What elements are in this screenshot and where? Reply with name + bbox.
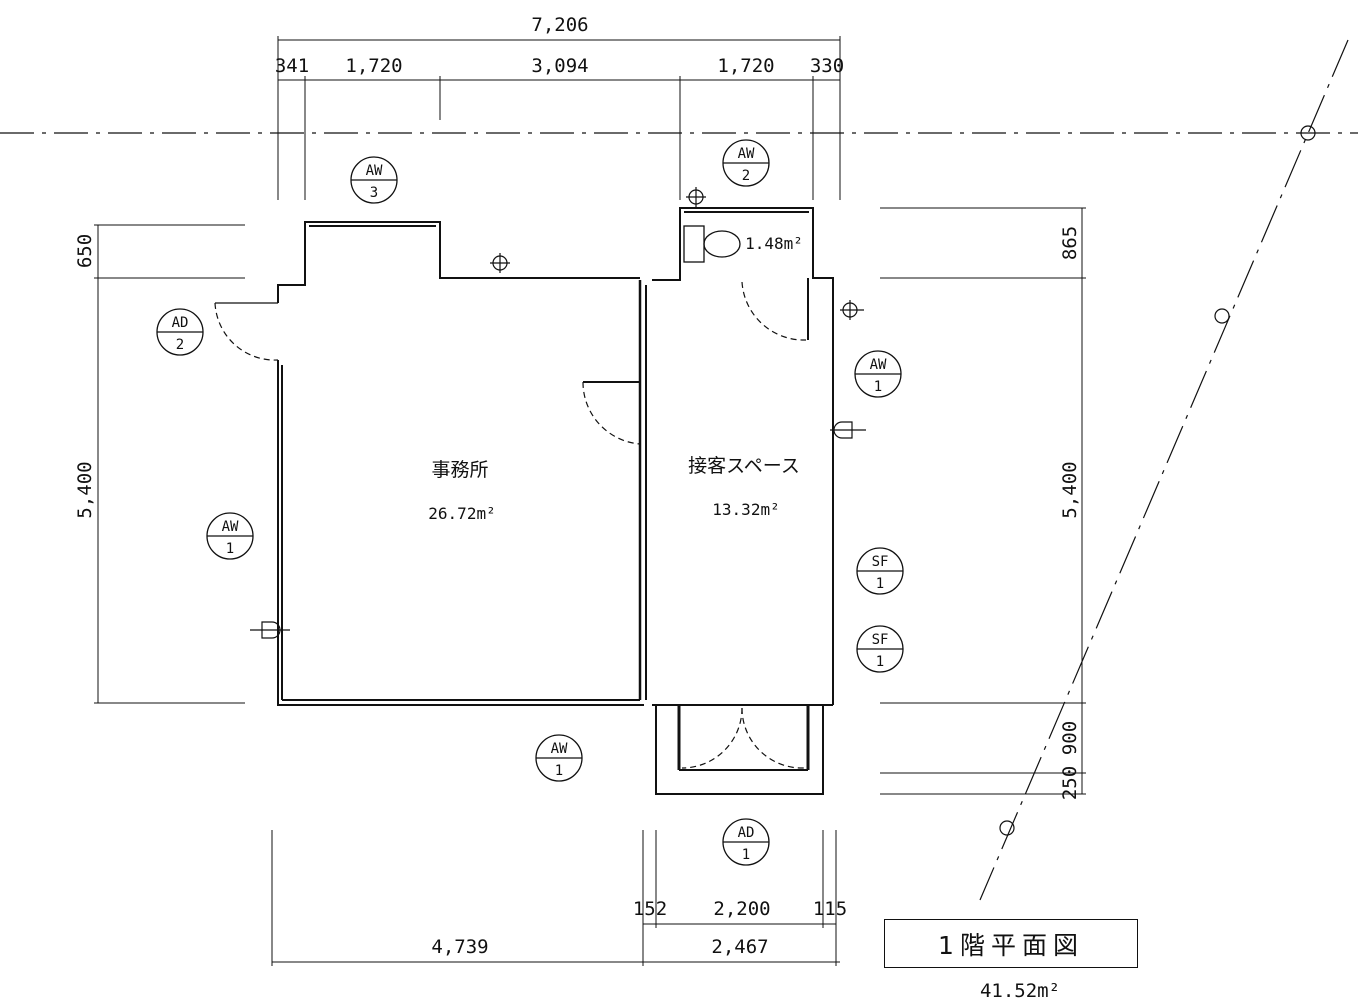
- tag-sf1-a-code: SF: [872, 554, 889, 570]
- tag-aw1-right-code: AW: [870, 357, 887, 373]
- dim-top-seg-1: 341: [275, 55, 309, 77]
- tag-aw3-num: 3: [370, 185, 378, 201]
- tag-aw1-bottom-num: 1: [555, 763, 563, 779]
- dim-top-overall: 7,206: [531, 14, 588, 36]
- dim-right-250: 250: [1059, 766, 1081, 800]
- reception-area: 13.32m²: [712, 500, 779, 519]
- dim-bottom-right: 2,467: [711, 936, 768, 958]
- fixture-symbols: [250, 187, 866, 639]
- walls: [277, 207, 834, 795]
- tag-sf1-b-code: SF: [872, 632, 889, 648]
- boundary-lines: [0, 39, 1358, 901]
- reception-name: 接客スペース: [688, 455, 800, 477]
- dim-bottom-seg-1: 152: [633, 898, 667, 920]
- dim-right-main: 5,400: [1059, 461, 1081, 518]
- dim-bottom-left: 4,739: [431, 936, 488, 958]
- tag-aw3-code: AW: [366, 163, 383, 179]
- dim-left-top: 650: [74, 234, 96, 268]
- dim-top-seg-3: 3,094: [531, 55, 588, 77]
- dim-top-seg-4: 1,720: [717, 55, 774, 77]
- tag-ad2-num: 2: [176, 337, 184, 353]
- dim-top-seg-5: 330: [810, 55, 844, 77]
- tag-aw1-right-num: 1: [874, 379, 882, 395]
- tag-sf1-a-num: 1: [876, 576, 884, 592]
- dim-left-main: 5,400: [74, 461, 96, 518]
- tag-aw1-left-num: 1: [226, 541, 234, 557]
- tag-aw2-code: AW: [738, 146, 755, 162]
- toilet-fixture: [683, 225, 741, 263]
- office-name: 事務所: [431, 459, 488, 481]
- dimension-lines: [94, 36, 1086, 966]
- dim-right-top: 865: [1059, 226, 1081, 260]
- tag-aw2-num: 2: [742, 168, 750, 184]
- tag-sf1-b-num: 1: [876, 654, 884, 670]
- dim-bottom-seg-3: 115: [813, 898, 847, 920]
- drawing-title: 1階平面図: [884, 919, 1138, 968]
- door-swings: [214, 281, 807, 769]
- tag-ad2-code: AD: [172, 315, 189, 331]
- toilet-area: 1.48m²: [745, 234, 803, 253]
- tag-ad1-code: AD: [738, 825, 755, 841]
- tag-aw1-bottom-code: AW: [551, 741, 568, 757]
- office-area: 26.72m²: [428, 504, 495, 523]
- dim-bottom-seg-2: 2,200: [713, 898, 770, 920]
- dim-top-seg-2: 1,720: [345, 55, 402, 77]
- total-floor-area: 41.52m²: [979, 980, 1061, 1002]
- tag-aw1-left-code: AW: [222, 519, 239, 535]
- dim-right-900: 900: [1059, 721, 1081, 755]
- tag-circles: [156, 139, 904, 866]
- tag-ad1-num: 1: [742, 847, 750, 863]
